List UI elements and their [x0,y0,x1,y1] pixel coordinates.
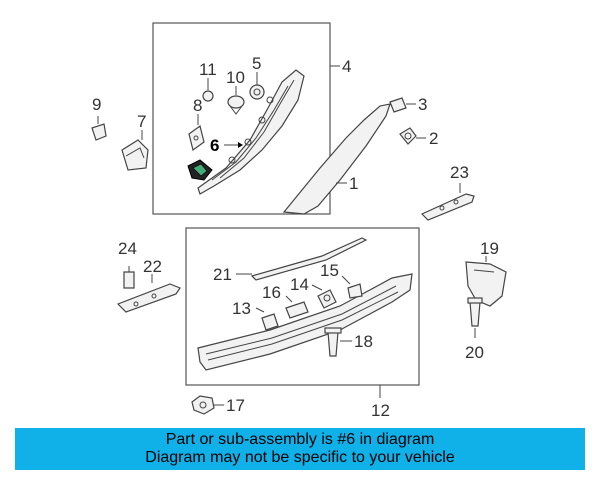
info-banner: Part or sub-assembly is #6 in diagram Di… [15,428,585,470]
part-24-clip [123,266,135,289]
part-16-clip [285,301,309,319]
callout-8[interactable]: 8 [193,96,202,115]
part-21-strip [250,237,368,281]
part-11-cap [202,90,214,102]
banner-line-2: Diagram may not be specific to your vehi… [145,449,455,466]
callout-13[interactable]: 13 [232,299,251,318]
part-2-screw [399,127,417,145]
callout-21[interactable]: 21 [213,265,232,284]
part-1-pillar-trim [282,103,391,215]
part-14-clip [317,289,337,309]
callout-9[interactable]: 9 [92,95,101,114]
callout-15[interactable]: 15 [320,261,339,280]
part-10-clip [227,95,245,115]
part-22-moulding [116,283,181,313]
part-5-grommet [249,84,265,100]
part-20-screw [467,297,483,327]
callout-10[interactable]: 10 [226,68,245,87]
callout-16[interactable]: 16 [262,283,281,302]
callout-17[interactable]: 17 [226,396,245,415]
callout-18[interactable]: 18 [354,332,373,351]
part-7-bracket [121,139,149,171]
callout-5[interactable]: 5 [252,54,261,73]
part-9-screw [91,116,107,141]
part-15-clip [347,283,363,299]
part-3-clip [389,97,407,113]
callout-4[interactable]: 4 [342,57,351,76]
callout-19[interactable]: 19 [480,239,499,258]
callout-24[interactable]: 24 [118,239,137,258]
part-13-clip [261,313,279,331]
part-6-clip[interactable] [187,159,213,181]
callout-22[interactable]: 22 [143,257,162,276]
pillar-trim-part [197,69,305,195]
part-19-mudguard [465,261,507,307]
callout-2[interactable]: 2 [429,129,438,148]
callout-12[interactable]: 12 [371,401,390,420]
callout-7[interactable]: 7 [137,112,146,131]
callout-23[interactable]: 23 [450,163,469,182]
rocker-assembly-box [185,227,420,386]
banner-line-1: Part or sub-assembly is #6 in diagram [165,431,435,448]
callout-3[interactable]: 3 [418,95,427,114]
part-17-nut [191,395,215,415]
callout-1[interactable]: 1 [349,174,358,193]
callout-20[interactable]: 20 [465,343,484,362]
part-18-screw [324,327,342,357]
part-8-bracket [188,124,205,152]
callout-11[interactable]: 11 [199,60,217,79]
part-12-rocker-panel [197,273,413,371]
pillar-assembly-box [152,22,331,215]
callout-6[interactable]: 6 [210,136,219,155]
part-23-moulding [420,193,475,221]
callout-14[interactable]: 14 [290,275,309,294]
